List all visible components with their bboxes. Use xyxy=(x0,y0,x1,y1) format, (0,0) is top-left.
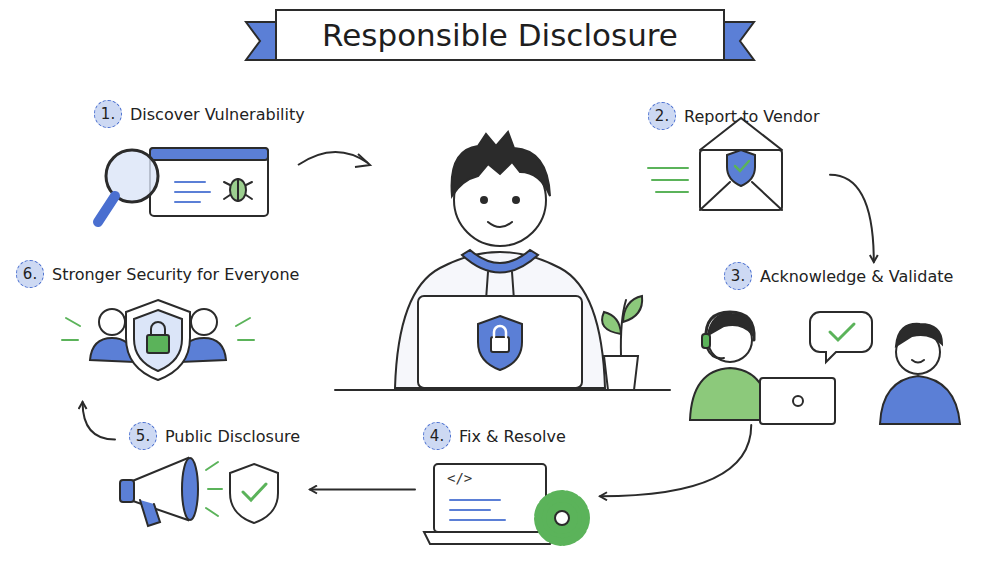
callout-number: 6. xyxy=(16,260,44,288)
flow-arrow xyxy=(298,152,368,165)
step-group: 3. Acknowledge & Validate xyxy=(680,262,965,425)
step-label: Acknowledge & Validate xyxy=(760,267,953,286)
report-icon xyxy=(648,118,782,210)
callout-number: 2. xyxy=(648,102,676,130)
callout-number: 5. xyxy=(129,422,157,450)
step-label: Discover Vulnerability xyxy=(130,105,305,124)
step-group: 4. Fix & Resolve xyxy=(415,422,600,557)
step-group: 1. Discover Vulnerability xyxy=(90,100,311,235)
step-group: 5. Public Disclosure xyxy=(115,422,310,532)
callout-number: 1. xyxy=(94,100,122,128)
step-group: 6. Stronger Security for Everyone xyxy=(12,260,306,402)
flow-arrow xyxy=(310,489,415,491)
flow-arrow xyxy=(600,425,751,496)
code-symbol: </> xyxy=(447,470,472,486)
step-label: Stronger Security for Everyone xyxy=(52,265,299,284)
callout-number: 3. xyxy=(724,262,752,290)
step-heading: 5. Public Disclosure xyxy=(129,422,300,450)
validate-icon xyxy=(690,312,960,424)
flow-arrow xyxy=(830,175,874,262)
disclose-icon xyxy=(120,458,278,526)
step-heading: 4. Fix & Resolve xyxy=(423,422,566,450)
step-heading: 1. Discover Vulnerability xyxy=(94,100,305,128)
fix-icon xyxy=(424,464,586,544)
step-label: Public Disclosure xyxy=(165,427,300,446)
step-label: Report to Vendor xyxy=(684,107,819,126)
security-icon xyxy=(62,300,254,380)
flow-arrow xyxy=(83,402,115,440)
step-heading: 3. Acknowledge & Validate xyxy=(724,262,953,290)
title-banner: Responsible Disclosure xyxy=(282,8,718,62)
step-heading: 2. Report to Vendor xyxy=(648,102,819,130)
researcher-figure xyxy=(335,132,670,390)
arrow-head xyxy=(355,154,370,167)
callout-number: 4. xyxy=(423,422,451,450)
step-label: Fix & Resolve xyxy=(459,427,566,446)
step-heading: 6. Stronger Security for Everyone xyxy=(16,260,299,288)
discover-icon xyxy=(98,148,268,222)
step-group: 2. Report to Vendor xyxy=(640,102,830,214)
title-text: Responsible Disclosure xyxy=(282,8,718,62)
